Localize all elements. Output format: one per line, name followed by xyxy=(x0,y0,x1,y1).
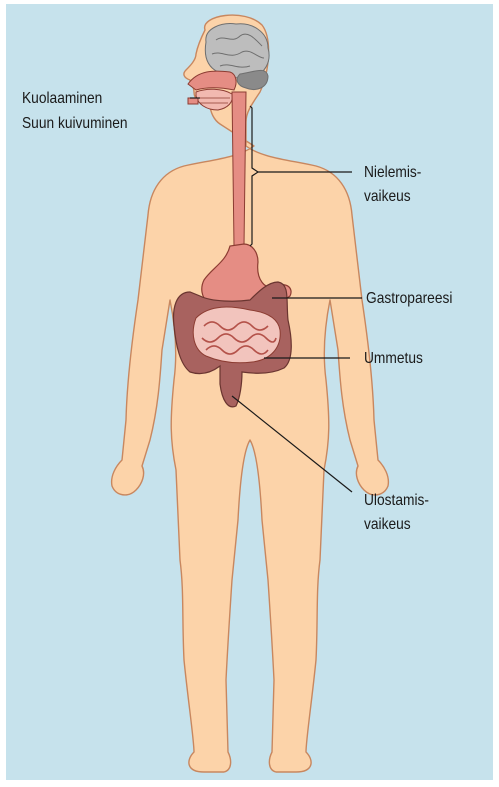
label-nielemis-vaikeus: vaikeus xyxy=(364,186,411,207)
esophagus xyxy=(232,92,246,246)
label-ulostamis-vaikeus: vaikeus xyxy=(364,514,411,535)
label-ummetus: Ummetus xyxy=(364,348,423,369)
label-ulostamis: Ulostamis- xyxy=(364,490,429,511)
label-kuolaaminen: Kuolaaminen xyxy=(22,88,102,109)
label-suun-kuivuminen: Suun kuivuminen xyxy=(22,113,128,134)
label-gastropareesi: Gastropareesi xyxy=(366,288,452,309)
human-body xyxy=(112,15,389,772)
label-nielemis: Nielemis- xyxy=(364,162,421,183)
small-intestine xyxy=(193,307,280,363)
